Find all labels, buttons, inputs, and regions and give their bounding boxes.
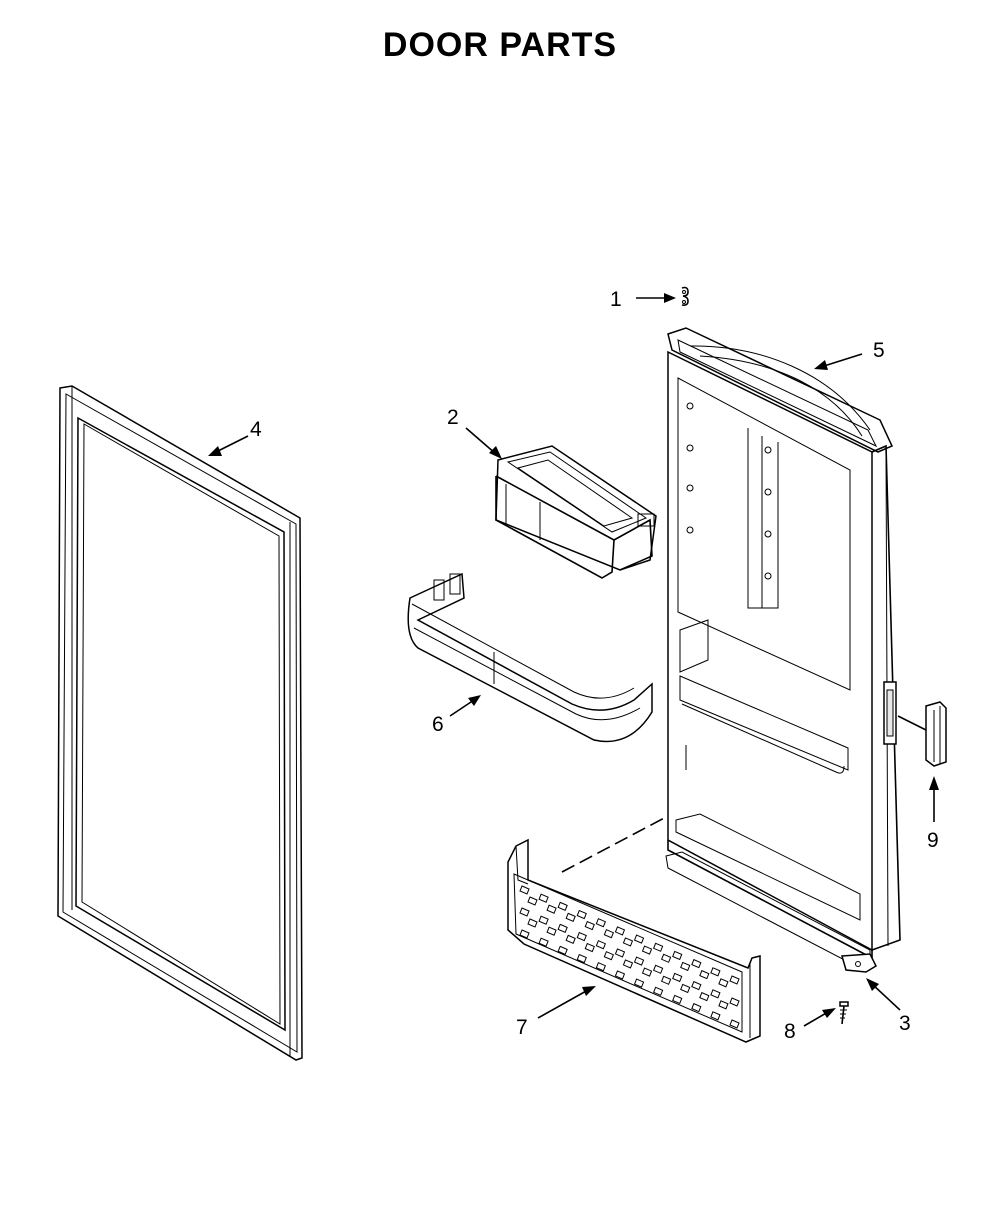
clip-drawing[interactable] [681, 286, 689, 306]
door-shelf-drawing[interactable] [407, 572, 653, 743]
bottom-hinge-drawing[interactable] [841, 953, 877, 973]
kick-plate-drawing[interactable] [507, 838, 761, 1043]
callout-3[interactable]: 3 [899, 1012, 911, 1035]
callout-5[interactable]: 5 [873, 339, 885, 362]
callout-6[interactable]: 6 [432, 713, 444, 736]
leader-arrows [208, 293, 939, 1027]
callout-7[interactable]: 7 [516, 1016, 528, 1039]
handle-drawing[interactable] [925, 701, 947, 767]
grille-vents [519, 885, 740, 1029]
callout-4[interactable]: 4 [250, 418, 262, 441]
alignment-line [561, 815, 669, 873]
door-bin-drawing[interactable] [495, 445, 657, 579]
screw-drawing[interactable] [839, 1001, 849, 1025]
callout-9[interactable]: 9 [927, 829, 939, 852]
door-gasket-drawing[interactable] [57, 385, 303, 1061]
door-liner-drawing[interactable] [665, 327, 901, 967]
callout-8[interactable]: 8 [784, 1020, 796, 1043]
callout-2[interactable]: 2 [447, 406, 459, 429]
page-title: DOOR PARTS [382, 26, 618, 64]
callout-1[interactable]: 1 [610, 288, 622, 311]
